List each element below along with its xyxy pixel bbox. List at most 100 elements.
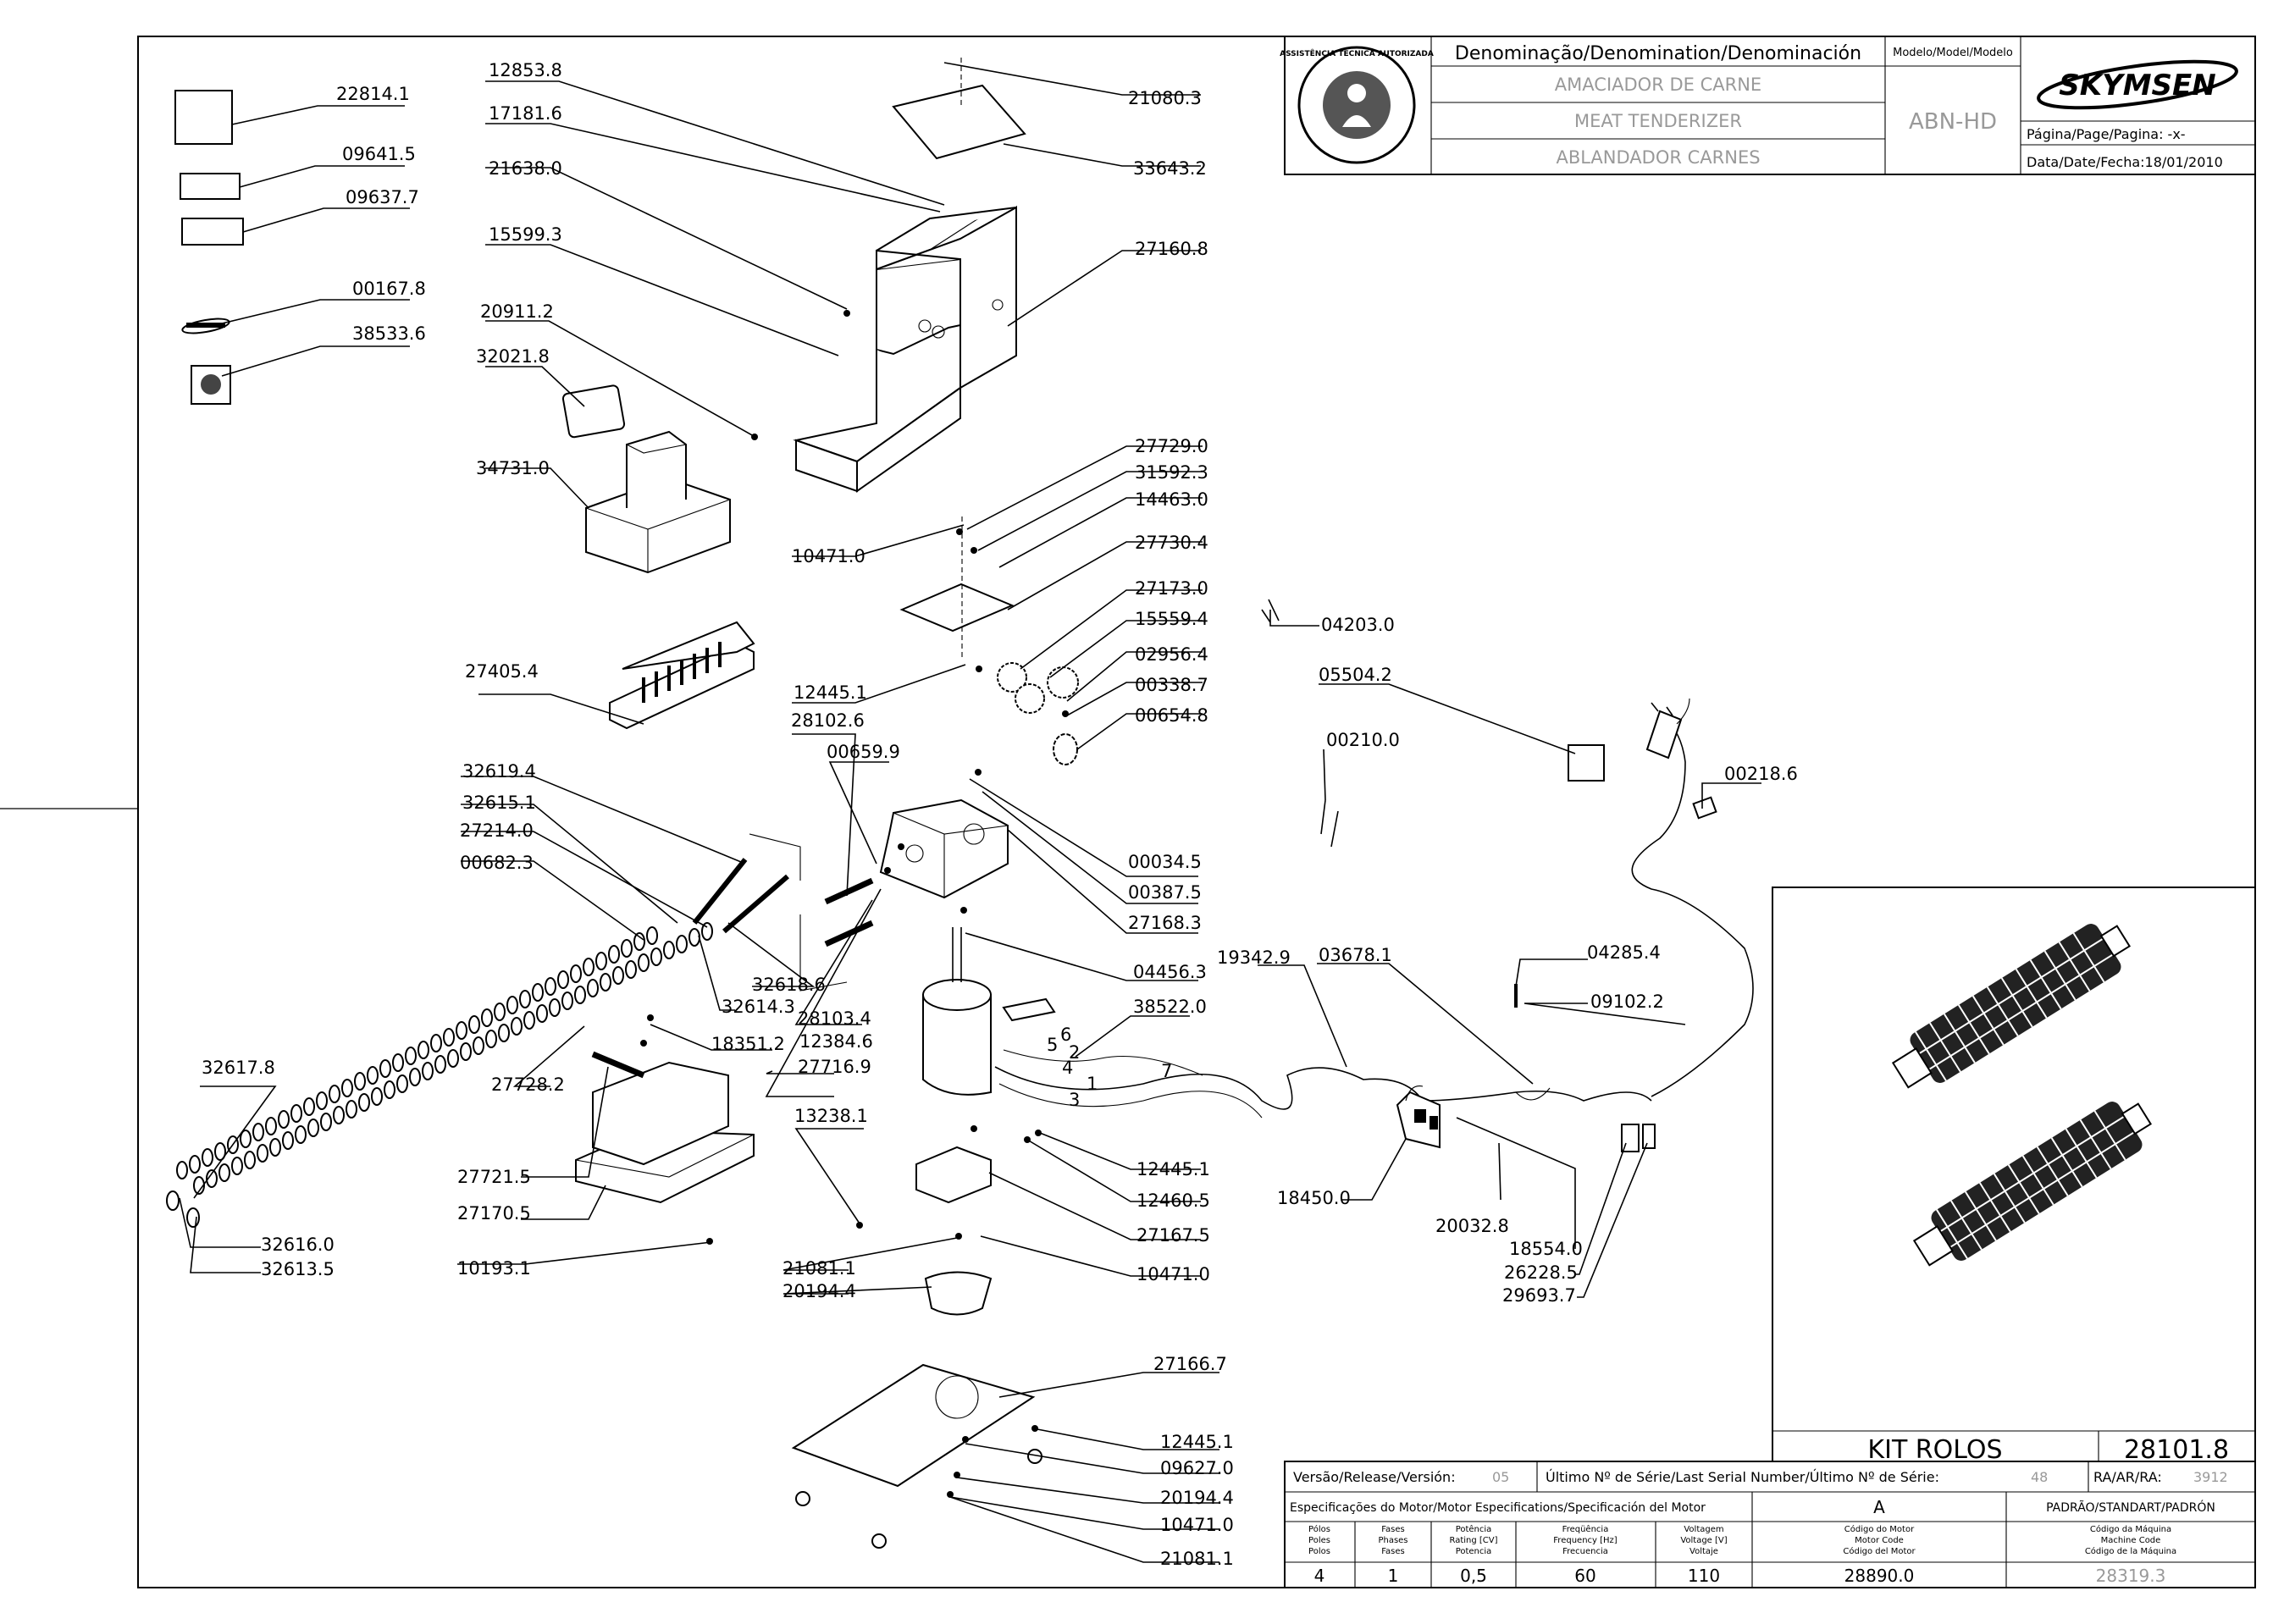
cup-20194-4 — [924, 1271, 993, 1316]
seal-sticker-38533-6 — [191, 365, 231, 405]
svg-text:Voltaje: Voltaje — [1689, 1547, 1718, 1556]
leader-lines — [179, 62, 1761, 1563]
part-label: 09641.5 — [342, 144, 416, 164]
shaft-27214-0 — [722, 874, 789, 934]
part-label: 00210.0 — [1326, 730, 1400, 750]
part-label: 27716.9 — [798, 1057, 871, 1077]
part-label: 09627.0 — [1160, 1458, 1234, 1478]
part-label: 00682.3 — [460, 853, 534, 873]
spec-block: Versão/Release/Versión: 05 Último Nº de … — [1284, 1461, 2256, 1588]
svg-text:Pólos: Pólos — [1308, 1524, 1330, 1534]
part-label: 27160.8 — [1135, 239, 1208, 259]
power-cord-09102-2 — [1631, 698, 1754, 1097]
part-label: 10193.1 — [457, 1258, 531, 1279]
part-label: 12445.1 — [1160, 1432, 1234, 1452]
shaft-32619-4 — [692, 858, 748, 925]
wire-04203-0 — [1261, 599, 1280, 623]
blade-roller-upper — [166, 926, 658, 1211]
part-label: 12384.6 — [799, 1031, 873, 1052]
svg-text:Polos: Polos — [1308, 1547, 1330, 1556]
part-label: 12445.1 — [1136, 1159, 1210, 1179]
part-label: 32615.1 — [462, 793, 536, 813]
part-label: 27730.4 — [1135, 533, 1208, 553]
part-label: 27173.0 — [1135, 578, 1208, 599]
lower-frame-27170-5 — [575, 1061, 755, 1204]
part-number-labels: 22814.1 09641.5 09637.7 00167.8 38533.6 … — [202, 60, 1798, 1569]
cutter-frame-27405-4 — [609, 621, 755, 730]
version-label: Versão/Release/Versión: — [1293, 1469, 1456, 1485]
svg-text:Frecuencia: Frecuencia — [1562, 1547, 1608, 1556]
part-label: 21081.1 — [783, 1258, 856, 1279]
serial-value: 48 — [2031, 1469, 2048, 1485]
svg-text:Freqüência: Freqüência — [1562, 1524, 1609, 1534]
part-label: 21080.3 — [1128, 88, 1202, 108]
part-label: 00387.5 — [1128, 882, 1202, 903]
phases-value: 1 — [1388, 1566, 1399, 1586]
model-value: ABN-HD — [1909, 109, 1997, 135]
part-label: 18450.0 — [1277, 1188, 1351, 1208]
part-label: 10471.0 — [1136, 1264, 1210, 1284]
motor-04456-3 — [922, 927, 1056, 1096]
svg-text:Poles: Poles — [1308, 1536, 1330, 1545]
bracket-27167-5 — [915, 1146, 992, 1204]
part-label: 12853.8 — [489, 60, 562, 80]
gear-27173-0 — [997, 662, 1027, 693]
spec-col-poles: Pólos Poles Polos 4 — [1308, 1524, 1330, 1586]
page-label: Página/Page/Pagina: -x- — [2027, 126, 2186, 142]
part-label: 00218.6 — [1724, 764, 1798, 784]
label-09641-5 — [180, 173, 241, 200]
motor-code-value: 28890.0 — [1844, 1566, 1915, 1586]
motor-spec-label: Especificações do Motor/Motor Especifica… — [1290, 1501, 1706, 1515]
spec-col-voltage: Voltagem Voltage [V] Voltaje 110 — [1680, 1525, 1727, 1586]
spec-col-machine-code: Código da Máquina Machine Code Código de… — [2085, 1524, 2176, 1586]
wire-number: 1 — [1087, 1074, 1098, 1094]
skymsen-logo: SKYMSEN — [2037, 59, 2238, 110]
date-label: Data/Date/Fecha:18/01/2010 — [2027, 154, 2223, 170]
part-label: 00659.9 — [827, 742, 900, 762]
part-label: 27167.5 — [1136, 1225, 1210, 1246]
label-09637-7 — [181, 218, 244, 246]
wire-number: 5 — [1047, 1035, 1058, 1055]
name-es: ABLANDADOR CARNES — [1556, 147, 1760, 168]
svg-text:Machine Code: Machine Code — [2101, 1536, 2161, 1545]
part-label: 03678.1 — [1319, 945, 1392, 965]
svg-text:Código del Motor: Código del Motor — [1843, 1546, 1916, 1556]
svg-text:Código de la Máquina: Código de la Máquina — [2085, 1546, 2176, 1556]
seal-text: ASSISTÊNCIA TÉCNICA AUTORIZADA — [1280, 48, 1434, 58]
part-label: 12460.5 — [1136, 1190, 1210, 1211]
part-label: 27166.7 — [1153, 1354, 1227, 1374]
part-label: 13238.1 — [794, 1106, 868, 1126]
kit-roller-upper — [1891, 924, 2132, 1089]
authorized-service-seal: ASSISTÊNCIA TÉCNICA AUTORIZADA — [1280, 46, 1434, 164]
shaft-27721-5 — [591, 1051, 645, 1079]
svg-text:Potência: Potência — [1456, 1524, 1492, 1534]
fasteners — [640, 310, 1069, 1498]
part-label: 28103.4 — [798, 1008, 871, 1029]
kit-roller-lower — [1912, 1102, 2153, 1267]
denomination-header: Denominação/Denomination/Denominación — [1455, 43, 1861, 64]
sheet-border — [137, 36, 2256, 1588]
part-label: 20032.8 — [1435, 1216, 1509, 1236]
kit-rolos-box: KIT ROLOS 28101.8 — [1772, 887, 2256, 1465]
bracket-27730-4 — [899, 583, 1015, 632]
wire-harness-19342-9 — [994, 1049, 1652, 1119]
brand-text: SKYMSEN — [2059, 69, 2215, 102]
wire-number: 6 — [1060, 1025, 1071, 1045]
wire-number: 3 — [1069, 1090, 1080, 1110]
part-label: 04456.3 — [1133, 962, 1207, 982]
name-pt: AMACIADOR DE CARNE — [1555, 75, 1761, 95]
svg-text:Frequency [Hz]: Frequency [Hz] — [1553, 1536, 1618, 1545]
part-label: 32617.8 — [202, 1058, 275, 1078]
part-label: 18351.2 — [711, 1034, 785, 1054]
part-label: 00167.8 — [352, 279, 426, 299]
part-label: 32619.4 — [462, 761, 536, 782]
kit-title: KIT ROLOS — [1867, 1435, 2002, 1465]
part-label: 05504.2 — [1319, 665, 1392, 685]
part-label: 32618.6 — [752, 975, 826, 995]
part-label: 21081.1 — [1160, 1549, 1234, 1569]
wire-number: 4 — [1062, 1058, 1073, 1078]
part-label: 20194.4 — [783, 1281, 856, 1301]
wire-number: 7 — [1161, 1061, 1172, 1081]
shaft-28102-6 — [824, 877, 874, 905]
